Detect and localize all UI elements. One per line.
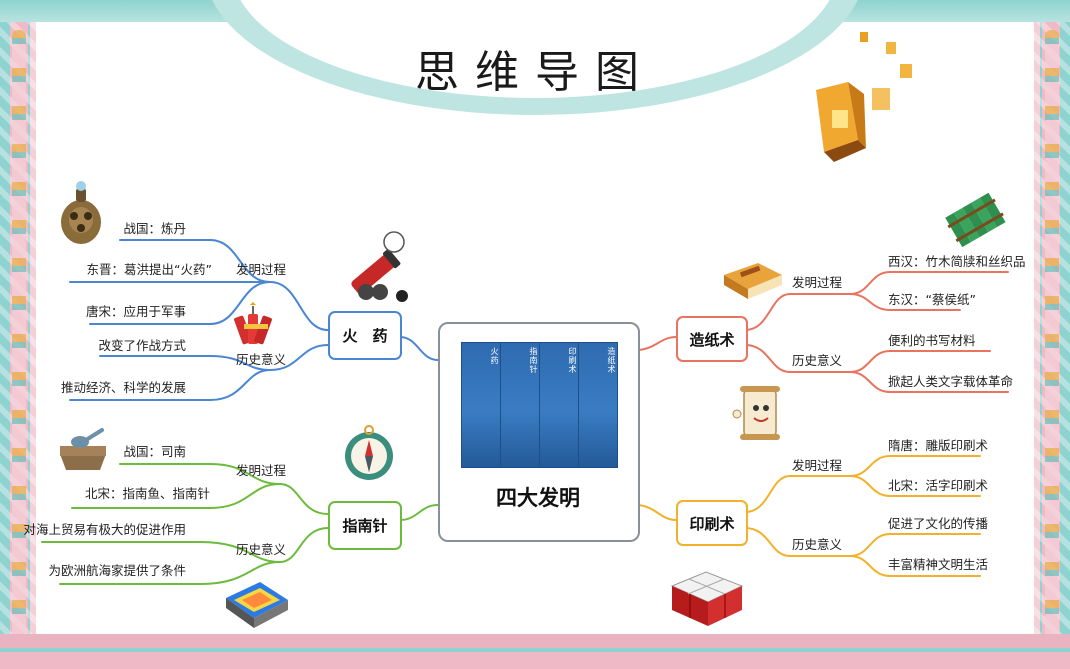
compass-significance-item: 对海上贸易有极大的促进作用	[23, 522, 186, 537]
gunpowder-process-item: 东晋：葛洪提出“火药”	[86, 262, 212, 277]
gunpowder-significance-item: 改变了作战方式	[98, 338, 186, 353]
strip-label: 指南针	[529, 347, 538, 374]
strip-label: 印刷术	[568, 347, 577, 374]
papermaking-process-label: 发明过程	[792, 275, 843, 290]
type-blocks-icon	[670, 571, 744, 626]
branch-printing[interactable]: 印刷术	[676, 500, 748, 546]
papermaking-process-item: 西汉：竹木简牍和丝织品	[888, 254, 1026, 269]
compass-significance-label: 历史意义	[236, 542, 287, 557]
cannon-icon	[351, 231, 408, 302]
gunpowder-process-item: 唐宋：应用于军事	[85, 304, 186, 319]
firecracker-icon	[234, 302, 272, 345]
printing-process-item: 北宋：活字印刷术	[888, 478, 989, 493]
branch-compass[interactable]: 指南针	[328, 501, 402, 550]
printing-significance-label: 历史意义	[792, 537, 843, 552]
center-strip: 印刷术	[539, 342, 579, 468]
branch-papermaking[interactable]: 造纸术	[676, 316, 748, 362]
printing-significance-item: 促进了文化的传播	[888, 516, 989, 531]
scroll-character-icon	[732, 386, 780, 440]
strip-label: 造纸术	[607, 347, 616, 374]
book-icon	[724, 263, 782, 299]
strip-label: 火药	[490, 347, 499, 365]
gunpowder-process-item: 战国：炼丹	[123, 221, 186, 236]
bottom-band	[0, 634, 1070, 669]
papermaking-process-item: 东汉：“蔡侯纸”	[888, 292, 976, 307]
compass-icon	[345, 425, 393, 480]
branch-gunpowder[interactable]: 火 药	[328, 311, 402, 360]
printing-process-item: 隋唐：雕版印刷术	[888, 438, 989, 453]
printing-significance-item: 丰富精神文明生活	[888, 557, 989, 572]
center-strip: 指南针	[500, 342, 540, 468]
gunpowder-significance-label: 历史意义	[236, 352, 287, 367]
gunpowder-process-label: 发明过程	[236, 262, 287, 277]
center-strip: 造纸术	[578, 342, 618, 468]
pot-icon	[61, 181, 101, 244]
bamboo-slips-icon	[945, 192, 1006, 248]
papermaking-significance-item: 便利的书写材料	[888, 333, 976, 348]
papermaking-significance-label: 历史意义	[792, 353, 843, 368]
center-strip: 火药	[461, 342, 501, 468]
page-title: 思维导图	[415, 47, 655, 98]
printing-process-label: 发明过程	[792, 458, 843, 473]
papermaking-significance-item: 掀起人类文字载体革命	[888, 374, 1014, 389]
lantern-icon	[816, 32, 912, 162]
central-topic-title: 四大发明	[496, 486, 580, 510]
compass-process-label: 发明过程	[236, 463, 287, 478]
sinan-spoon-icon	[60, 428, 106, 470]
gunpowder-significance-item: 推动经济、科学的发展	[60, 380, 186, 395]
compass-process-item: 战国：司南	[123, 444, 186, 459]
left-ornament	[12, 30, 26, 640]
compass-significance-item: 为欧洲航海家提供了条件	[48, 563, 186, 578]
right-ornament	[1045, 30, 1059, 640]
compass-process-item: 北宋：指南鱼、指南针	[84, 486, 210, 501]
map-icon	[226, 582, 288, 628]
